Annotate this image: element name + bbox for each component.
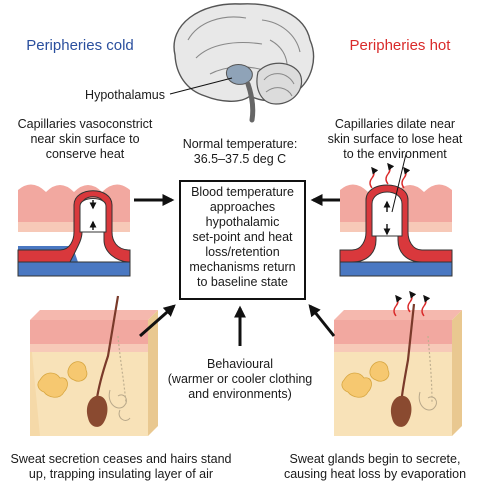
hot-sweat-line-2: causing heat loss by evaporation (283, 467, 467, 481)
behavioural-line-1: Behavioural (206, 357, 273, 371)
normal-temperature-label: Normal temperature: 36.5–37.5 deg C (170, 137, 310, 167)
cold-skin-section-icon (30, 295, 158, 436)
center-box: Blood temperature approaches hypothalami… (179, 180, 306, 300)
arrow-icon (134, 194, 340, 346)
normal-temperature-line-2: 36.5–37.5 deg C (193, 152, 287, 166)
center-box-line-5: loss/retention (205, 245, 280, 259)
brain-icon (173, 3, 315, 123)
cold-capillaries-line-2: near skin surface to (30, 132, 140, 146)
cold-capillaries-line-3: conserve heat (45, 147, 125, 161)
cold-capillaries-line-1: Capillaries vasoconstrict (17, 117, 153, 131)
cold-capillary-icon (17, 184, 131, 277)
hypothalamus-label: Hypothalamus (85, 88, 165, 102)
center-box-line-1: Blood temperature (191, 185, 294, 199)
behavioural-line-2: (warmer or cooler clothing (167, 372, 313, 386)
center-box-line-3: hypothalamic (205, 215, 280, 229)
header-hot: Peripheries hot (349, 37, 451, 54)
center-box-line-7: to baseline state (196, 275, 289, 289)
cold-sweat-line-2: up, trapping insulating layer of air (28, 467, 214, 481)
arrow-cold-skin (139, 304, 176, 338)
center-box-line-4: set-point and heat (192, 230, 293, 244)
hot-capillary-leader (391, 153, 407, 213)
normal-temperature-line-1: Normal temperature: (182, 137, 298, 151)
hot-capillary-icon (339, 162, 453, 277)
hot-capillaries-line-3: to the environment (343, 147, 447, 161)
heat-wave-icon (369, 162, 411, 189)
behavioural-line-3: and environments) (188, 387, 292, 401)
hot-skin-section-icon (334, 290, 462, 436)
center-box-line-2: approaches (209, 200, 276, 214)
hot-sweat-label: Sweat glands begin to secrete, causing h… (275, 452, 475, 482)
cold-sweat-line-1: Sweat secretion ceases and hairs stand (10, 452, 232, 466)
header-cold: Peripheries cold (26, 37, 134, 54)
hypothalamus-leader-line (169, 77, 233, 95)
hot-capillaries-line-1: Capillaries dilate near (334, 117, 456, 131)
behavioural-label: Behavioural (warmer or cooler clothing a… (165, 357, 315, 402)
cold-sweat-label: Sweat secretion ceases and hairs stand u… (5, 452, 237, 482)
arrow-hot-skin (308, 304, 336, 337)
evaporation-wave-icon (393, 290, 431, 317)
hot-sweat-line-1: Sweat glands begin to secrete, (289, 452, 461, 466)
center-box-line-6: mechanisms return (189, 260, 296, 274)
center-box-text: Blood temperature approaches hypothalami… (181, 182, 304, 290)
hot-capillaries-line-2: skin surface to lose heat (327, 132, 463, 146)
cold-capillaries-label: Capillaries vasoconstrict near skin surf… (5, 117, 165, 162)
hot-capillaries-label: Capillaries dilate near skin surface to … (315, 117, 475, 162)
